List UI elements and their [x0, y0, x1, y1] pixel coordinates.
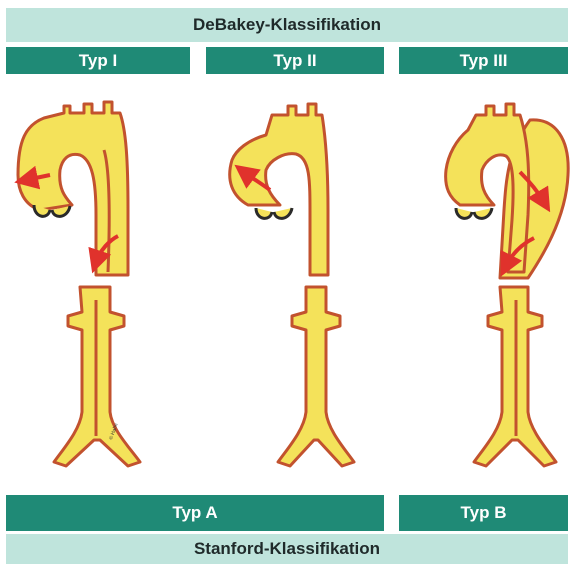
stanford-type-b-label: Typ B: [399, 495, 568, 531]
aorta-type-1: [18, 102, 140, 466]
aorta-type-3: [446, 104, 569, 466]
aorta-type-2: [230, 104, 354, 466]
stanford-type-a-label: Typ A: [6, 495, 384, 531]
stanford-footer: Stanford-Klassifikation: [6, 534, 568, 564]
